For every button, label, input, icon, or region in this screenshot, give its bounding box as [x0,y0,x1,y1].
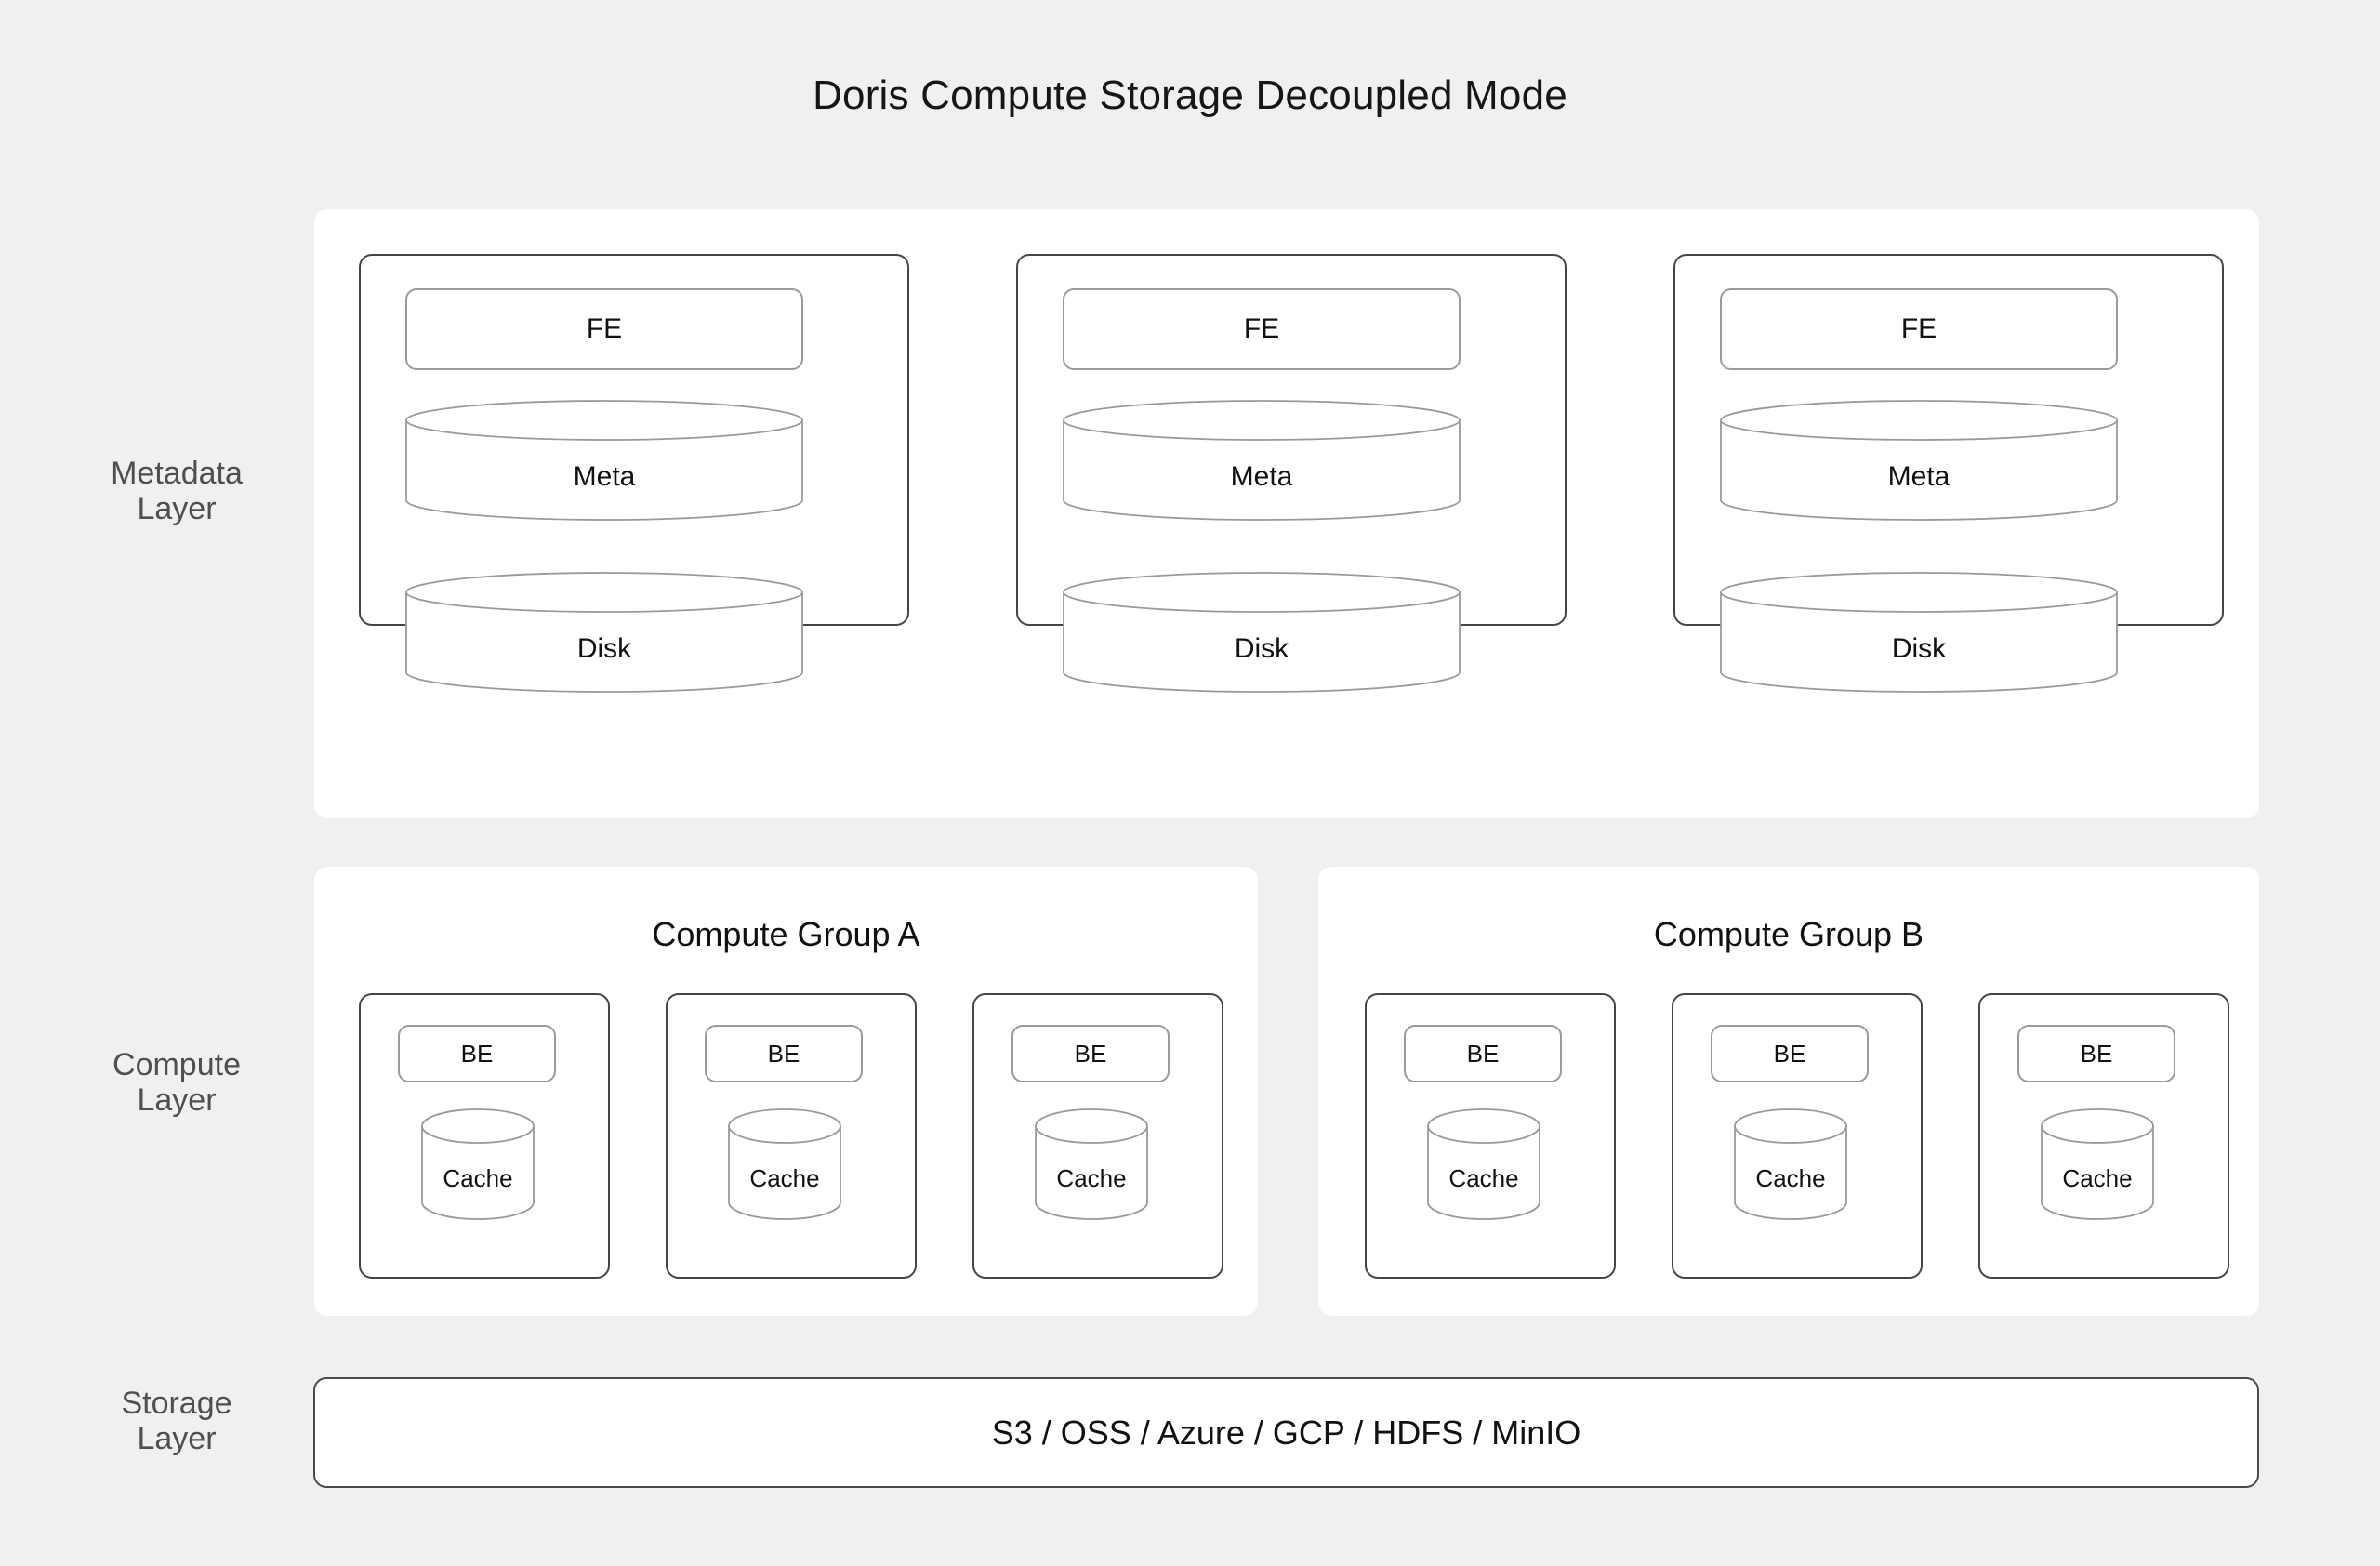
fe-service-box[interactable]: FE [1720,288,2118,370]
compute-layer-label: Compute Layer [37,1047,316,1118]
cache-cylinder[interactable]: Cache [421,1108,535,1220]
storage-layer-box[interactable]: S3 / OSS / Azure / GCP / HDFS / MinIO [313,1377,2259,1488]
metadata-layer-label-line2: Layer [137,491,217,527]
meta-cylinder-label: Meta [573,461,636,492]
metadata-layer-label-line1: Metadata [111,456,243,491]
meta-cylinder[interactable]: Meta [405,400,803,521]
meta-cylinder[interactable]: Meta [1720,400,2118,521]
fe-service-box[interactable]: FE [405,288,803,370]
be-node[interactable]: BE Cache [1672,993,1923,1279]
be-node[interactable]: BE Cache [666,993,917,1279]
be-node[interactable]: BE Cache [359,993,610,1279]
cache-cylinder-label: Cache [1448,1164,1519,1192]
cache-cylinder[interactable]: Cache [2041,1108,2154,1220]
page-title: Doris Compute Storage Decoupled Mode [813,73,1567,118]
cache-cylinder[interactable]: Cache [728,1108,841,1220]
storage-layer-label: Storage Layer [37,1386,316,1456]
cache-cylinder[interactable]: Cache [1035,1108,1148,1220]
disk-cylinder[interactable]: Disk [1720,572,2118,693]
storage-layer-label-line2: Layer [137,1421,217,1457]
compute-group-a-title: Compute Group A [652,915,920,953]
compute-group-b-title: Compute Group B [1653,915,1924,953]
disk-cylinder[interactable]: Disk [405,572,803,693]
compute-layer-label-line2: Layer [137,1082,217,1119]
be-service-box[interactable]: BE [1012,1025,1170,1082]
cache-cylinder-label: Cache [1056,1164,1127,1192]
be-service-box[interactable]: BE [1404,1025,1562,1082]
disk-cylinder[interactable]: Disk [1063,572,1461,693]
be-service-box[interactable]: BE [2017,1025,2175,1082]
cache-cylinder[interactable]: Cache [1427,1108,1540,1220]
disk-cylinder-label: Disk [576,633,632,664]
be-node[interactable]: BE Cache [1978,993,2229,1279]
be-node[interactable]: BE Cache [1365,993,1616,1279]
fe-node[interactable]: FE Meta Disk [1673,254,2224,693]
compute-layer-label-line1: Compute [112,1047,241,1082]
disk-cylinder-label: Disk [1234,633,1289,664]
cache-cylinder[interactable]: Cache [1734,1108,1847,1220]
cache-cylinder-label: Cache [1755,1164,1826,1192]
be-service-box[interactable]: BE [705,1025,863,1082]
meta-cylinder-label: Meta [1887,461,1950,492]
cache-cylinder-label: Cache [2062,1164,2133,1192]
fe-node[interactable]: FE Meta Disk [1016,254,1567,693]
be-node[interactable]: BE Cache [972,993,1223,1279]
storage-backends-text: S3 / OSS / Azure / GCP / HDFS / MinIO [991,1413,1581,1452]
cache-cylinder-label: Cache [443,1164,513,1192]
disk-cylinder-label: Disk [1891,633,1947,664]
fe-service-box[interactable]: FE [1063,288,1461,370]
metadata-layer-label: Metadata Layer [37,456,316,526]
be-service-box[interactable]: BE [398,1025,556,1082]
cache-cylinder-label: Cache [749,1164,820,1192]
fe-node[interactable]: FE Meta Disk [359,254,909,693]
meta-cylinder-label: Meta [1230,461,1293,492]
meta-cylinder[interactable]: Meta [1063,400,1461,521]
be-service-box[interactable]: BE [1711,1025,1869,1082]
storage-layer-label-line1: Storage [121,1386,232,1421]
